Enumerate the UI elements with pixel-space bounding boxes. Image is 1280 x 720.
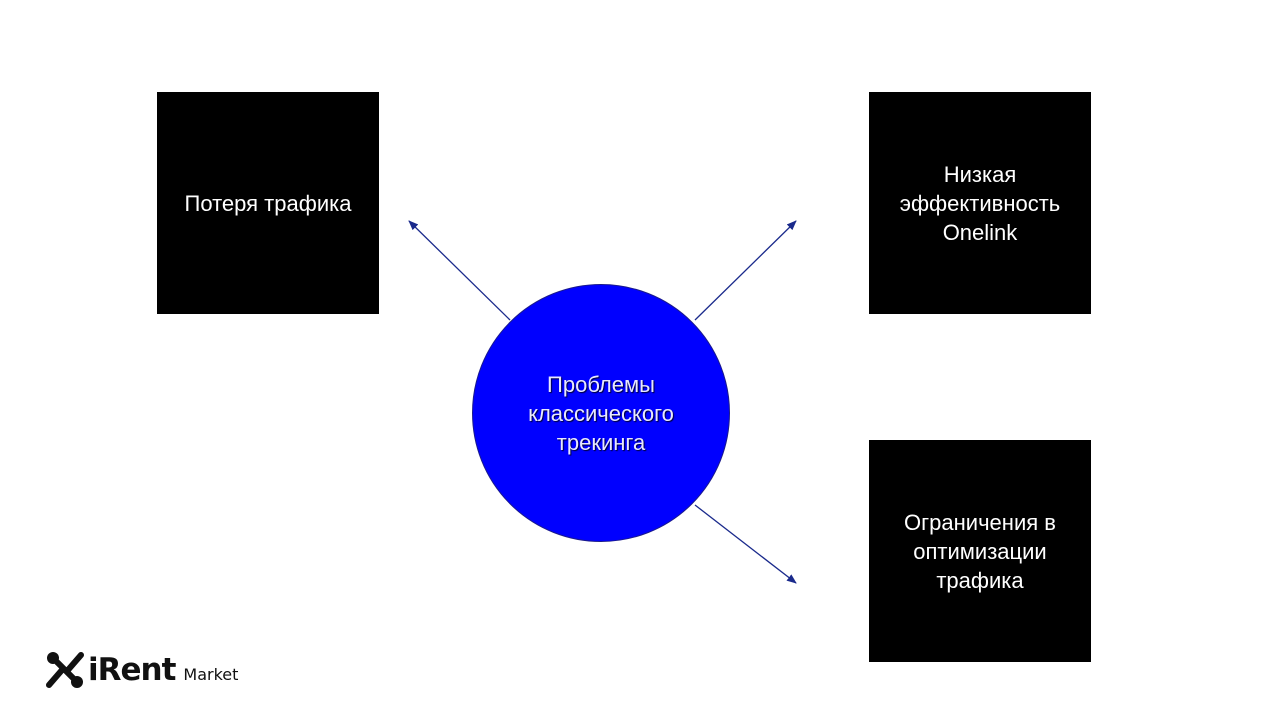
arrow-to-onelink [694, 220, 797, 321]
arrow-to-optimization [694, 504, 797, 584]
node-onelink-efficiency: Низкая эффективность Onelink [869, 92, 1091, 314]
node-traffic-loss-label: Потеря трафика [184, 190, 352, 216]
irent-x-logo-icon [46, 652, 84, 688]
center-node-label: Проблемы классического трекинга [528, 371, 674, 455]
brand-logo: iRent Market [46, 650, 238, 690]
node-traffic-loss: Потеря трафика [157, 92, 379, 314]
arrow-to-traffic-loss [408, 220, 511, 321]
node-optimization-limits: Ограничения в оптимизации трафика [869, 440, 1091, 662]
center-node: Проблемы классического трекинга [472, 284, 730, 542]
node-optimization-limits-label: Ограничения в оптимизации трафика [904, 509, 1056, 593]
node-onelink-efficiency-label: Низкая эффективность Onelink [899, 161, 1061, 245]
logo-suffix: Market [183, 664, 239, 684]
logo-name: iRent [88, 652, 176, 688]
